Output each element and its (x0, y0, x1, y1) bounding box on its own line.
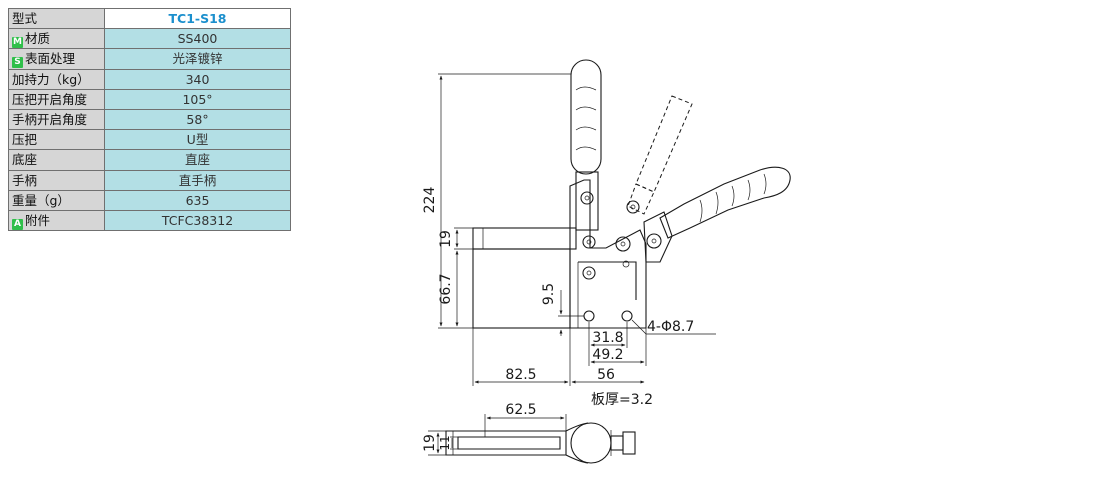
clamp-top-view (445, 422, 636, 464)
mounting-plate (569, 179, 647, 329)
spec-value: U型 (104, 129, 291, 151)
dim-top-19-label: 19 (422, 434, 438, 452)
dimension-56: 56 (571, 367, 645, 384)
spec-row-model: 型式 TC1-S18 (8, 7, 291, 30)
spec-value: 直座 (104, 149, 291, 171)
phantom-open-handle (627, 95, 693, 215)
dim-82-5-label: 82.5 (505, 367, 536, 383)
dim-56-label: 56 (597, 367, 615, 383)
spec-row-base: 底座 直座 (8, 149, 291, 171)
hole-callout-label: 4-Φ8.7 (647, 319, 694, 335)
spec-value: SS400 (104, 28, 291, 50)
hole-callout: 4-Φ8.7 (631, 319, 716, 335)
spec-row-bar: 压把 U型 (8, 129, 291, 151)
handle-lever (575, 171, 599, 231)
dim-11-label: 11 (438, 435, 452, 450)
spec-value: 58° (104, 108, 291, 131)
dimension-19: 19 (438, 227, 473, 250)
spec-label: 重量（g） (8, 189, 105, 211)
spec-value: 直手柄 (104, 169, 291, 191)
spec-label: 加持力（kg） (8, 68, 105, 90)
spec-row-bar-angle: 压把开启角度 105° (8, 88, 291, 110)
dim-62-5-label: 62.5 (505, 402, 536, 418)
dim-224-label: 224 (422, 187, 438, 214)
dim-9-5-label: 9.5 (541, 283, 557, 305)
spec-value: TCFC38312 (104, 209, 291, 232)
accessory-badge-icon: A (12, 218, 23, 230)
spec-row-weight: 重量（g） 635 (8, 189, 291, 211)
dimension-49-2: 49.2 (590, 328, 647, 366)
dimension-66-7: 66.7 (438, 250, 459, 327)
spec-row-handle: 手柄 直手柄 (8, 169, 291, 191)
angled-grip-handle (643, 166, 791, 263)
pivot-pins (580, 191, 662, 280)
dimension-62-5: 62.5 (484, 402, 567, 437)
dim-49-2-label: 49.2 (592, 347, 623, 363)
clamp-bar (472, 227, 577, 250)
dimension-31-8: 31.8 (588, 322, 628, 366)
dimension-224: 224 (422, 73, 571, 329)
spec-label: 压把开启角度 (8, 88, 105, 110)
mounting-hole (583, 310, 595, 322)
mounting-hole (621, 310, 633, 322)
upright-handle (570, 59, 602, 175)
dim-31-8-label: 31.8 (592, 330, 623, 346)
spec-label: 手柄 (8, 169, 105, 191)
dimension-top-19: 19 (422, 430, 446, 456)
spec-label: 手柄开启角度 (8, 108, 105, 131)
spec-value: TC1-S18 (104, 7, 291, 30)
spec-value: 340 (104, 68, 291, 90)
spec-label: 底座 (8, 149, 105, 171)
dimension-11: 11 (438, 435, 458, 451)
spec-value: 光泽镀锌 (104, 48, 291, 70)
dim-66-7-label: 66.7 (438, 273, 454, 304)
plate-thickness-note: 板厚=3.2 (591, 392, 653, 408)
dim-19-label: 19 (438, 230, 454, 248)
spec-row-handle-angle: 手柄开启角度 58° (8, 108, 291, 131)
material-badge-icon: M (12, 37, 23, 48)
dimension-9-5: 9.5 (541, 283, 584, 336)
spec-value: 105° (104, 88, 291, 110)
surface-badge-icon: S (12, 57, 23, 69)
spec-label: 型式 (8, 7, 105, 30)
spec-value: 635 (104, 189, 291, 211)
spec-row-holding-force: 加持力（kg） 340 (8, 68, 291, 90)
spec-label: 压把 (8, 129, 105, 151)
dimension-82-5: 82.5 (472, 328, 571, 386)
clamp-front-view (472, 59, 791, 329)
